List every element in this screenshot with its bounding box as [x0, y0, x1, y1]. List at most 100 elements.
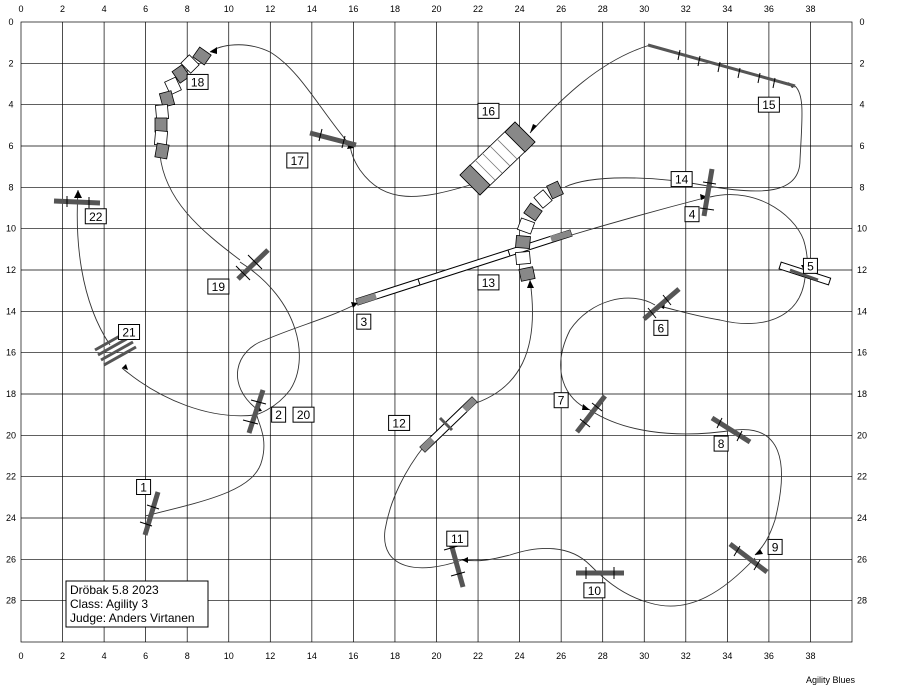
- y-tick-label-left: 10: [6, 224, 16, 234]
- arrow-icon: [700, 194, 708, 200]
- number-box: [684, 206, 700, 223]
- y-tick-label-left: 14: [6, 306, 16, 316]
- path-segment-2-to-3: [237, 302, 359, 411]
- y-tick-label-left: 4: [8, 100, 13, 110]
- number-box: [388, 414, 411, 431]
- obstacle-number-21: 21: [118, 324, 141, 340]
- path-segment-12-to-13: [469, 279, 533, 406]
- number-text: 13: [482, 276, 496, 290]
- y-tick-label-left: 18: [6, 389, 16, 399]
- x-tick-label-top: 38: [805, 4, 815, 14]
- x-tick-label-top: 8: [185, 4, 190, 14]
- obstacle-jump-10: [576, 567, 624, 579]
- number-box: [553, 392, 569, 409]
- number-box: [136, 479, 152, 495]
- path-segment-5-to-6: [657, 277, 806, 325]
- number-text: 21: [122, 326, 136, 340]
- y-tick-label-left: 16: [6, 348, 16, 358]
- number-box: [583, 582, 606, 599]
- y-tick-label-left: 26: [6, 554, 16, 564]
- y-tick-label-right: 26: [857, 554, 867, 564]
- x-tick-label-bottom: 36: [764, 651, 774, 661]
- obstacle-number-3: 3: [356, 313, 372, 330]
- path-segment-7-to-8: [589, 409, 736, 435]
- path-segment-19-to-20: [239, 261, 300, 416]
- y-tick-label-right: 8: [859, 182, 864, 192]
- y-tick-label-left: 6: [8, 141, 13, 151]
- x-tick-label-top: 12: [265, 4, 275, 14]
- x-tick-label-top: 30: [639, 4, 649, 14]
- x-tick-label-top: 10: [224, 4, 234, 14]
- obstacle-number-2: 2: [271, 406, 287, 423]
- number-text: 14: [675, 173, 689, 187]
- obstacle-jump-19: [235, 248, 270, 281]
- path-segment-21-to-22: [76, 189, 111, 346]
- y-tick-label-right: 28: [857, 596, 867, 606]
- number-box: [286, 152, 309, 169]
- y-tick-label-right: 6: [859, 141, 864, 151]
- arrow-icon: [527, 280, 534, 288]
- obstacle-number-11: 11: [446, 530, 469, 547]
- x-tick-label-bottom: 30: [639, 651, 649, 661]
- obstacle-jump-2-20: [242, 389, 267, 434]
- x-tick-label-bottom: 24: [515, 651, 525, 661]
- course-info-box: Dröbak 5.8 2023 Class: Agility 3 Judge: …: [65, 580, 209, 628]
- arrow-icon: [210, 47, 217, 54]
- x-tick-label-bottom: 14: [307, 651, 317, 661]
- obstacle-jump-22: [53, 196, 101, 208]
- y-tick-label-right: 4: [859, 100, 864, 110]
- obstacle-jump-17: [309, 128, 357, 149]
- x-tick-label-bottom: 26: [556, 651, 566, 661]
- obstacle-number-14: 14: [670, 171, 693, 188]
- obstacle-number-20: 20: [292, 406, 315, 423]
- path-segment-13-to-14: [564, 85, 803, 192]
- x-tick-label-top: 22: [473, 4, 483, 14]
- number-text: 2: [275, 408, 282, 422]
- number-box: [84, 208, 107, 225]
- x-tick-label-bottom: 0: [18, 651, 23, 661]
- y-tick-label-left: 20: [6, 430, 16, 440]
- obstacle-number-9: 9: [767, 538, 783, 555]
- number-text: 18: [191, 75, 205, 89]
- x-tick-label-bottom: 12: [265, 651, 275, 661]
- course-class: Class: Agility 3: [70, 597, 148, 611]
- number-box: [670, 171, 693, 188]
- obstacle-number-12: 12: [388, 414, 411, 431]
- number-box: [653, 319, 669, 336]
- x-tick-label-top: 32: [681, 4, 691, 14]
- number-box: [713, 435, 729, 452]
- y-tick-label-left: 12: [6, 265, 16, 275]
- x-tick-label-bottom: 20: [431, 651, 441, 661]
- number-text: 20: [297, 408, 311, 422]
- x-tick-label-top: 34: [722, 4, 732, 14]
- obstacle-dogwalk-3: [355, 229, 573, 306]
- y-tick-label-left: 2: [8, 58, 13, 68]
- obstacle-jump-8: [710, 415, 752, 445]
- number-text: 5: [807, 259, 814, 273]
- obstacle-jump-1: [139, 491, 161, 536]
- y-tick-label-right: 14: [857, 306, 867, 316]
- number-text: 7: [558, 394, 565, 408]
- number-text: 4: [689, 208, 696, 222]
- number-text: 15: [762, 98, 776, 112]
- x-tick-label-top: 4: [102, 4, 107, 14]
- x-tick-label-top: 24: [515, 4, 525, 14]
- course-judge: Judge: Anders Virtanen: [70, 611, 195, 625]
- obstacle-number-1: 1: [136, 479, 152, 495]
- obstacle-number-5: 5: [802, 257, 818, 274]
- y-tick-label-left: 8: [8, 182, 13, 192]
- obstacle-jump-4-14: [699, 168, 717, 217]
- x-tick-label-top: 18: [390, 4, 400, 14]
- obstacle-tunnel-18: [153, 46, 212, 160]
- obstacle-jump-9: [728, 542, 769, 574]
- path-segment-20-to-21: [121, 367, 256, 417]
- arrow-icon: [351, 302, 358, 308]
- y-tick-label-left: 24: [6, 513, 16, 523]
- x-tick-label-top: 26: [556, 4, 566, 14]
- arrow-icon: [755, 549, 763, 555]
- obstacle-jump-7: [575, 394, 607, 434]
- number-text: 16: [482, 104, 496, 118]
- number-text: 17: [291, 154, 305, 168]
- obstacle-number-22: 22: [84, 208, 107, 225]
